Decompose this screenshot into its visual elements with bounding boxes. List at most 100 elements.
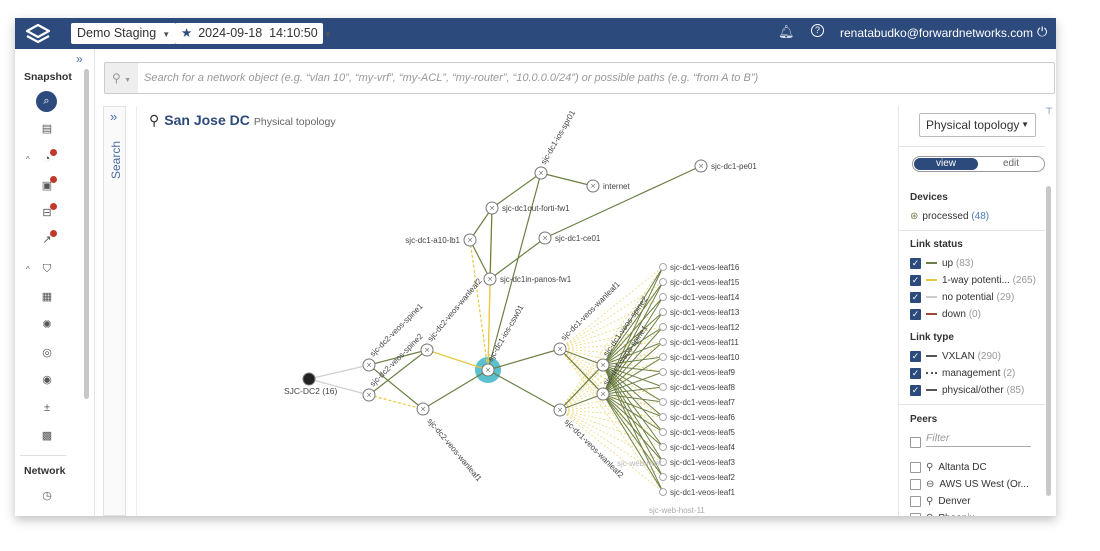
checkbox[interactable]: ✓	[910, 291, 921, 303]
link-status-filter[interactable]: ✓no potential (29)	[910, 291, 1014, 304]
topology-node[interactable]	[483, 272, 497, 286]
select-all-peers-checkbox[interactable]	[910, 437, 921, 448]
node-label[interactable]: sjc-dc2-veos-spine2	[368, 331, 425, 388]
topology-node[interactable]	[538, 231, 552, 245]
pin-panel-icon[interactable]: ⊤	[1045, 106, 1053, 116]
topology-node[interactable]	[420, 343, 434, 357]
topology-node[interactable]	[534, 166, 548, 180]
leaf-node[interactable]	[659, 383, 667, 391]
target-icon[interactable]: ◎	[42, 347, 52, 359]
virus-icon[interactable]: ✺	[42, 319, 52, 331]
view-edit-toggle[interactable]: view edit	[912, 156, 1045, 172]
peer-filter-input[interactable]: Filter	[926, 432, 1031, 447]
apps-grid-icon[interactable]: ▩	[41, 430, 53, 442]
link-status-filter[interactable]: ✓up (83)	[910, 257, 974, 270]
power-icon[interactable]: ⏻	[1037, 24, 1048, 39]
node-label[interactable]: sjc-dc2-veos-wanleaf1	[425, 417, 483, 484]
search-type-dropdown[interactable]: ⚲ ▼	[105, 63, 138, 93]
search-panel-label[interactable]: Search	[109, 140, 124, 180]
diff-icon[interactable]: ±	[43, 402, 51, 414]
report-icon[interactable]: ▤	[41, 123, 53, 135]
leaf-node[interactable]	[659, 473, 667, 481]
topology-node[interactable]	[416, 402, 430, 416]
leaf-node[interactable]	[659, 338, 667, 346]
link-status-filter[interactable]: ✓1-way potenti... (265)	[910, 274, 1036, 287]
leaf-node[interactable]	[659, 368, 667, 376]
checkbox[interactable]	[910, 478, 921, 490]
nav-scrollbar[interactable]	[84, 69, 89, 399]
collapse-icon[interactable]: ^	[26, 265, 30, 274]
node-label[interactable]: sjc-dc1-a10-lb1	[405, 236, 460, 245]
node-label[interactable]: sjc-dc1-ios-spr01	[539, 108, 578, 166]
leaf-node[interactable]	[659, 458, 667, 466]
node-label[interactable]: sjc-dc1-veos-wanleaf1	[559, 279, 622, 342]
search-input[interactable]: Search for a network object (e.g. “vlan …	[144, 72, 759, 84]
search-bar[interactable]: ⚲ ▼ Search for a network object (e.g. “v…	[104, 62, 1055, 94]
view-mode-button[interactable]: view	[914, 158, 978, 170]
leaf-node[interactable]	[659, 263, 667, 271]
topology-node[interactable]	[481, 363, 495, 377]
link-type-filter[interactable]: ✓physical/other (85)	[910, 384, 1024, 397]
peer-item[interactable]: ⚲Phoenix	[910, 512, 974, 516]
checkbox[interactable]	[910, 512, 921, 516]
node-label[interactable]: sjc-dc2-veos-wanleaf2	[426, 276, 484, 343]
bell-icon[interactable]: 🔔︎	[778, 24, 795, 39]
topology-node[interactable]	[302, 372, 316, 386]
expand-search-button[interactable]: »	[110, 109, 118, 124]
topology-graph[interactable]: ✕sjc-dc1-ios-spr01✕internet✕sjc-dc1-pe01…	[137, 106, 899, 516]
search-nav-button[interactable]: ⌕	[36, 91, 57, 112]
checkbox[interactable]: ✓	[910, 350, 921, 362]
collapse-icon[interactable]: ^	[26, 155, 30, 164]
leaf-node[interactable]	[659, 293, 667, 301]
topology-node[interactable]	[362, 388, 376, 402]
node-label[interactable]: internet	[603, 182, 630, 191]
eye-search-icon[interactable]: ◉	[42, 374, 52, 386]
gauge-icon[interactable]: ◷	[42, 490, 52, 502]
legend-scrollbar[interactable]	[1046, 186, 1051, 496]
leaf-node[interactable]	[659, 488, 667, 496]
qr-icon[interactable]: ▦	[41, 291, 53, 303]
checkbox[interactable]: ✓	[910, 257, 921, 269]
expand-nav-button[interactable]: »	[76, 52, 83, 66]
topology-node[interactable]	[553, 403, 567, 417]
node-label[interactable]: sjc-dc1out-forti-fw1	[502, 204, 570, 213]
node-label[interactable]: sjc-dc1in-panos-fw1	[500, 275, 572, 284]
workspace-dropdown[interactable]: Demo Staging▼	[71, 23, 177, 44]
link-type-filter[interactable]: ✓VXLAN (290)	[910, 350, 1001, 363]
node-label[interactable]: sjc-dc1-ce01	[555, 234, 601, 243]
snapshot-dropdown[interactable]: ★2024-09-18 14:10:50▼	[175, 23, 332, 44]
leaf-node[interactable]	[659, 413, 667, 421]
node-label[interactable]: sjc-dc1-pe01	[711, 162, 757, 171]
peer-item[interactable]: ⚲Denver	[910, 495, 971, 508]
inventory-icon[interactable]: ▣	[40, 176, 57, 193]
check-circle-icon[interactable]: ◔	[40, 149, 57, 166]
checkbox[interactable]: ✓	[910, 308, 921, 320]
peer-item[interactable]: ⊖AWS US West (Or...	[910, 478, 1029, 491]
link-type-filter[interactable]: ✓management (2)	[910, 367, 1015, 380]
checkbox[interactable]: ✓	[910, 367, 921, 379]
topology-node[interactable]	[596, 387, 610, 401]
edit-mode-button[interactable]: edit	[1002, 158, 1020, 169]
search-side-panel[interactable]: » Search	[103, 106, 126, 516]
layer-select[interactable]: Physical topology▼	[919, 113, 1036, 137]
leaf-node[interactable]	[659, 308, 667, 316]
leaf-node[interactable]	[659, 428, 667, 436]
node-label[interactable]: sjc-dc1-veos-wanleaf2	[563, 417, 626, 480]
leaf-node[interactable]	[659, 278, 667, 286]
checkbox[interactable]: ✓	[910, 274, 921, 286]
node-label[interactable]: SJC-DC2 (16)	[284, 386, 338, 396]
shield-icon[interactable]: ⛉	[42, 263, 52, 275]
leaf-node[interactable]	[659, 353, 667, 361]
peer-item[interactable]: ⚲Altanta DC	[910, 461, 987, 474]
checkbox[interactable]	[910, 495, 921, 507]
checkbox[interactable]: ✓	[910, 384, 921, 396]
topology-node[interactable]	[596, 358, 610, 372]
node-label[interactable]: sjc-dc2-veos-spine1	[368, 301, 425, 358]
device-filter-processed[interactable]: ⊛processed (48)	[910, 210, 989, 223]
topology-node[interactable]	[553, 342, 567, 356]
checkbox[interactable]	[910, 461, 921, 473]
path-icon[interactable]: ↗	[40, 230, 57, 247]
leaf-node[interactable]	[659, 398, 667, 406]
topology-node[interactable]	[694, 159, 708, 173]
topology-node[interactable]	[362, 358, 376, 372]
